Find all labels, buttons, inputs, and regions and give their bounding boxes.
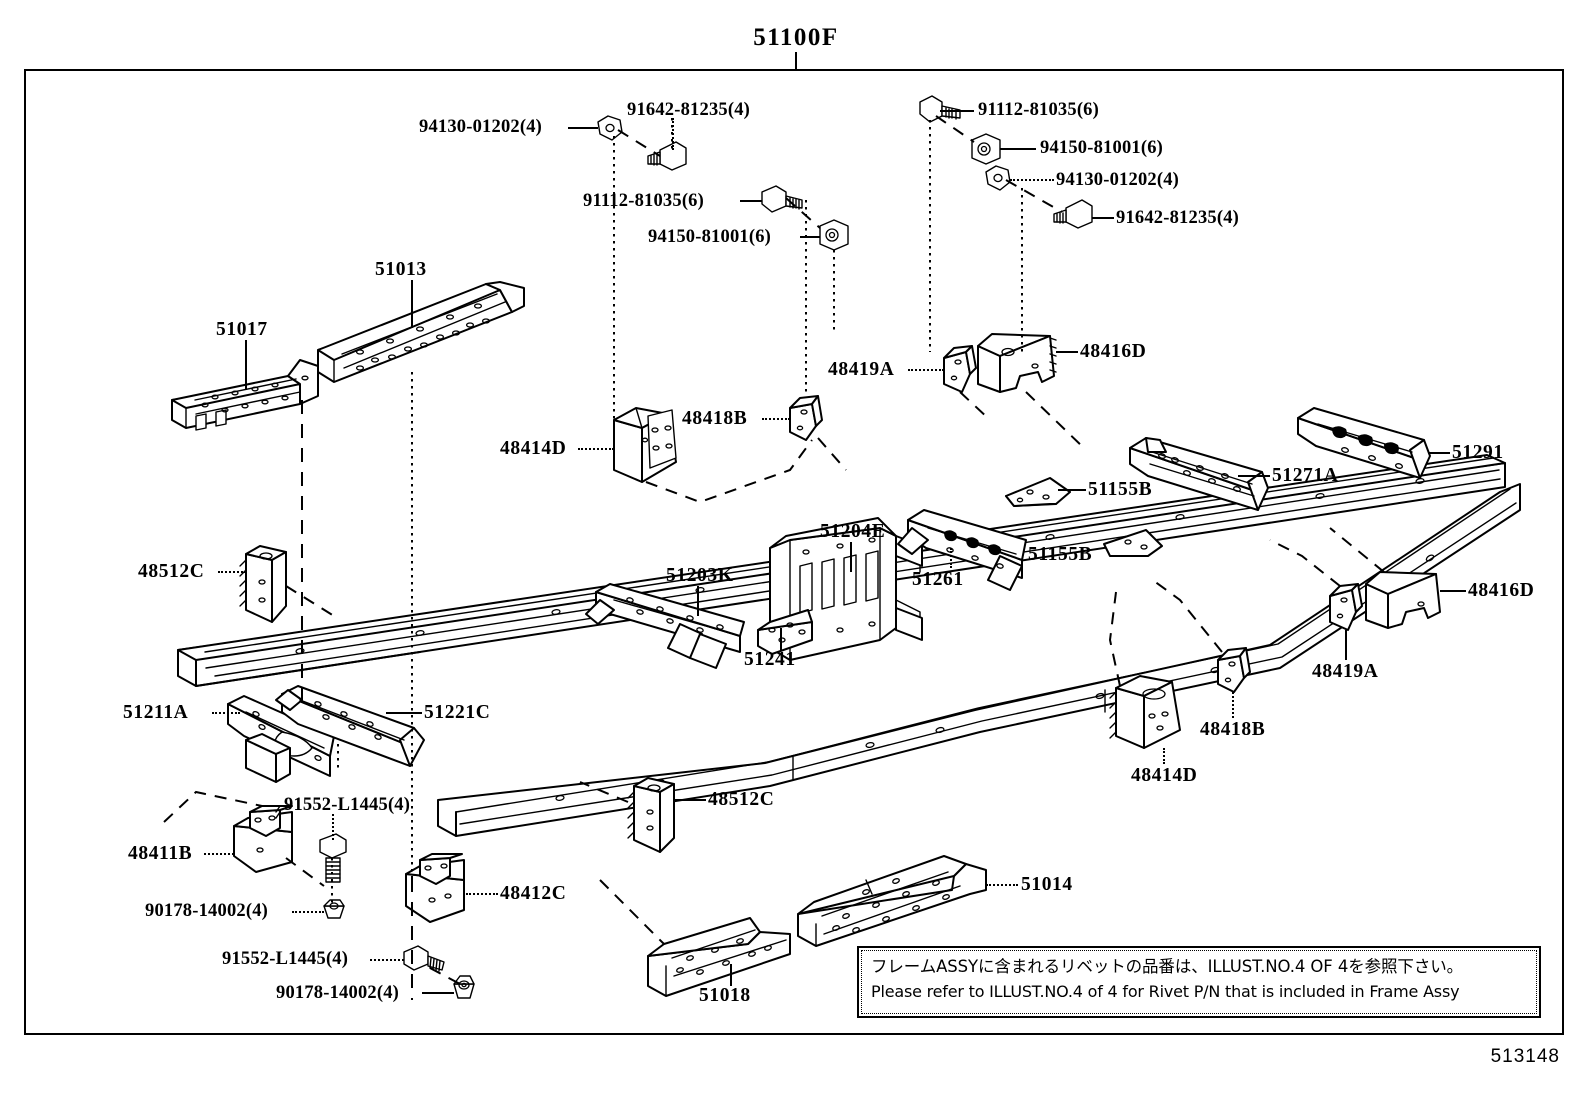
callout-51211A: 51211A [123,702,189,723]
callout-48416D-left: 48416D [1080,341,1147,362]
callout-51018: 51018 [699,985,751,1006]
callout-48416D-right: 48416D [1468,580,1535,601]
footer-code: 513148 [1490,1046,1560,1067]
leader-91642-81235-right [1092,217,1114,219]
callout-91552-L1445-upper: 91552-L1445(4) [284,795,411,815]
leader-51211A [212,712,240,714]
callout-48418B-left: 48418B [682,408,748,429]
callout-91112-81035-left: 91112-81035(6) [583,191,704,211]
callout-51155B-lower: 51155B [1028,544,1093,565]
callout-48418B-right: 48418B [1200,719,1266,740]
callout-51221C: 51221C [424,702,491,723]
leader-91112-81035-right [940,110,974,112]
callout-51203K: 51203K [666,565,734,586]
callout-91552-L1445-lower: 91552-L1445(4) [222,949,349,969]
leader-51203K [697,586,699,616]
reference-note-box: フレームASSYに含まれるリベットの品番は、ILLUST.NO.4 OF 4を参… [857,946,1541,1018]
callout-48419A-left: 48419A [828,359,895,380]
callout-48414D-right: 48414D [1131,765,1198,786]
callout-51261: 51261 [912,569,964,590]
leader-48512C-left [218,571,246,573]
diagram-border [24,69,1564,1035]
callout-94150-81001-left: 94150-81001(6) [648,227,772,247]
leader-90178-14002-upper [292,911,324,913]
callout-94150-81001-right: 94150-81001(6) [1040,138,1164,158]
callout-94130-01202-left: 94130-01202(4) [419,117,543,137]
callout-90178-14002-upper: 90178-14002(4) [145,901,269,921]
callout-48419A-right: 48419A [1312,661,1379,682]
callout-48414D-left: 48414D [500,438,567,459]
leader-51241 [780,628,782,650]
leader-51261 [950,548,952,568]
leader-90178-14002-lower [422,992,454,994]
leader-48418B-right [1232,692,1234,718]
leader-51291 [1428,452,1450,454]
leader-48418B-left [762,418,790,420]
callout-91642-81235-right: 91642-81235(4) [1116,208,1240,228]
leader-51013 [411,280,413,328]
callout-51241: 51241 [744,649,796,670]
callout-51017: 51017 [216,319,268,340]
note-text-english: Please refer to ILLUST.NO.4 of 4 for Riv… [871,981,1460,1001]
callout-91642-81235-left: 91642-81235(4) [627,100,751,120]
leader-94130-01202-right [1010,179,1054,181]
callout-94130-01202-right: 94130-01202(4) [1056,170,1180,190]
callout-51013: 51013 [375,259,427,280]
leader-51014 [986,884,1018,886]
note-text-japanese: フレームASSYに含まれるリベットの品番は、ILLUST.NO.4 OF 4を参… [871,957,1464,976]
leader-94150-81001-left [800,236,820,238]
leader-48419A-right [1345,630,1347,660]
callout-48512C-lower: 48512C [708,789,775,810]
leader-48414D-left [578,448,614,450]
leader-51271A [1238,475,1270,477]
title-leader-line [795,52,797,70]
leader-48416D-left [1056,351,1078,353]
leader-94130-01202-left [568,127,598,129]
leader-91642-81235-left [672,118,674,150]
leader-51018 [730,964,732,986]
callout-51204E: 51204E [820,521,886,542]
leader-48414D-right [1163,748,1165,764]
leader-48416D-right [1440,590,1466,592]
leader-51155B-upper [1058,489,1086,491]
page-title: 51100F [753,24,839,51]
callout-48412C: 48412C [500,883,567,904]
leader-51204E [850,542,852,572]
callout-51014: 51014 [1021,874,1073,895]
leader-48419A-left [908,369,944,371]
callout-51155B-upper: 51155B [1088,479,1153,500]
callout-51291: 51291 [1452,442,1504,463]
leader-51221C [386,712,422,714]
callout-51271A: 51271A [1272,465,1339,486]
leader-51017 [245,340,247,390]
leader-91552-L1445-lower [370,959,404,961]
leader-94150-81001-right [1000,148,1036,150]
callout-91112-81035-right: 91112-81035(6) [978,100,1099,120]
callout-48411B: 48411B [128,843,193,864]
callout-48512C-left: 48512C [138,561,205,582]
callout-90178-14002-lower: 90178-14002(4) [276,983,400,1003]
leader-48412C [466,893,498,895]
leader-91112-81035-left [740,200,762,202]
leader-48411B [204,853,234,855]
leader-48512C-lower [674,799,706,801]
leader-91552-L1445-upper [332,814,334,840]
